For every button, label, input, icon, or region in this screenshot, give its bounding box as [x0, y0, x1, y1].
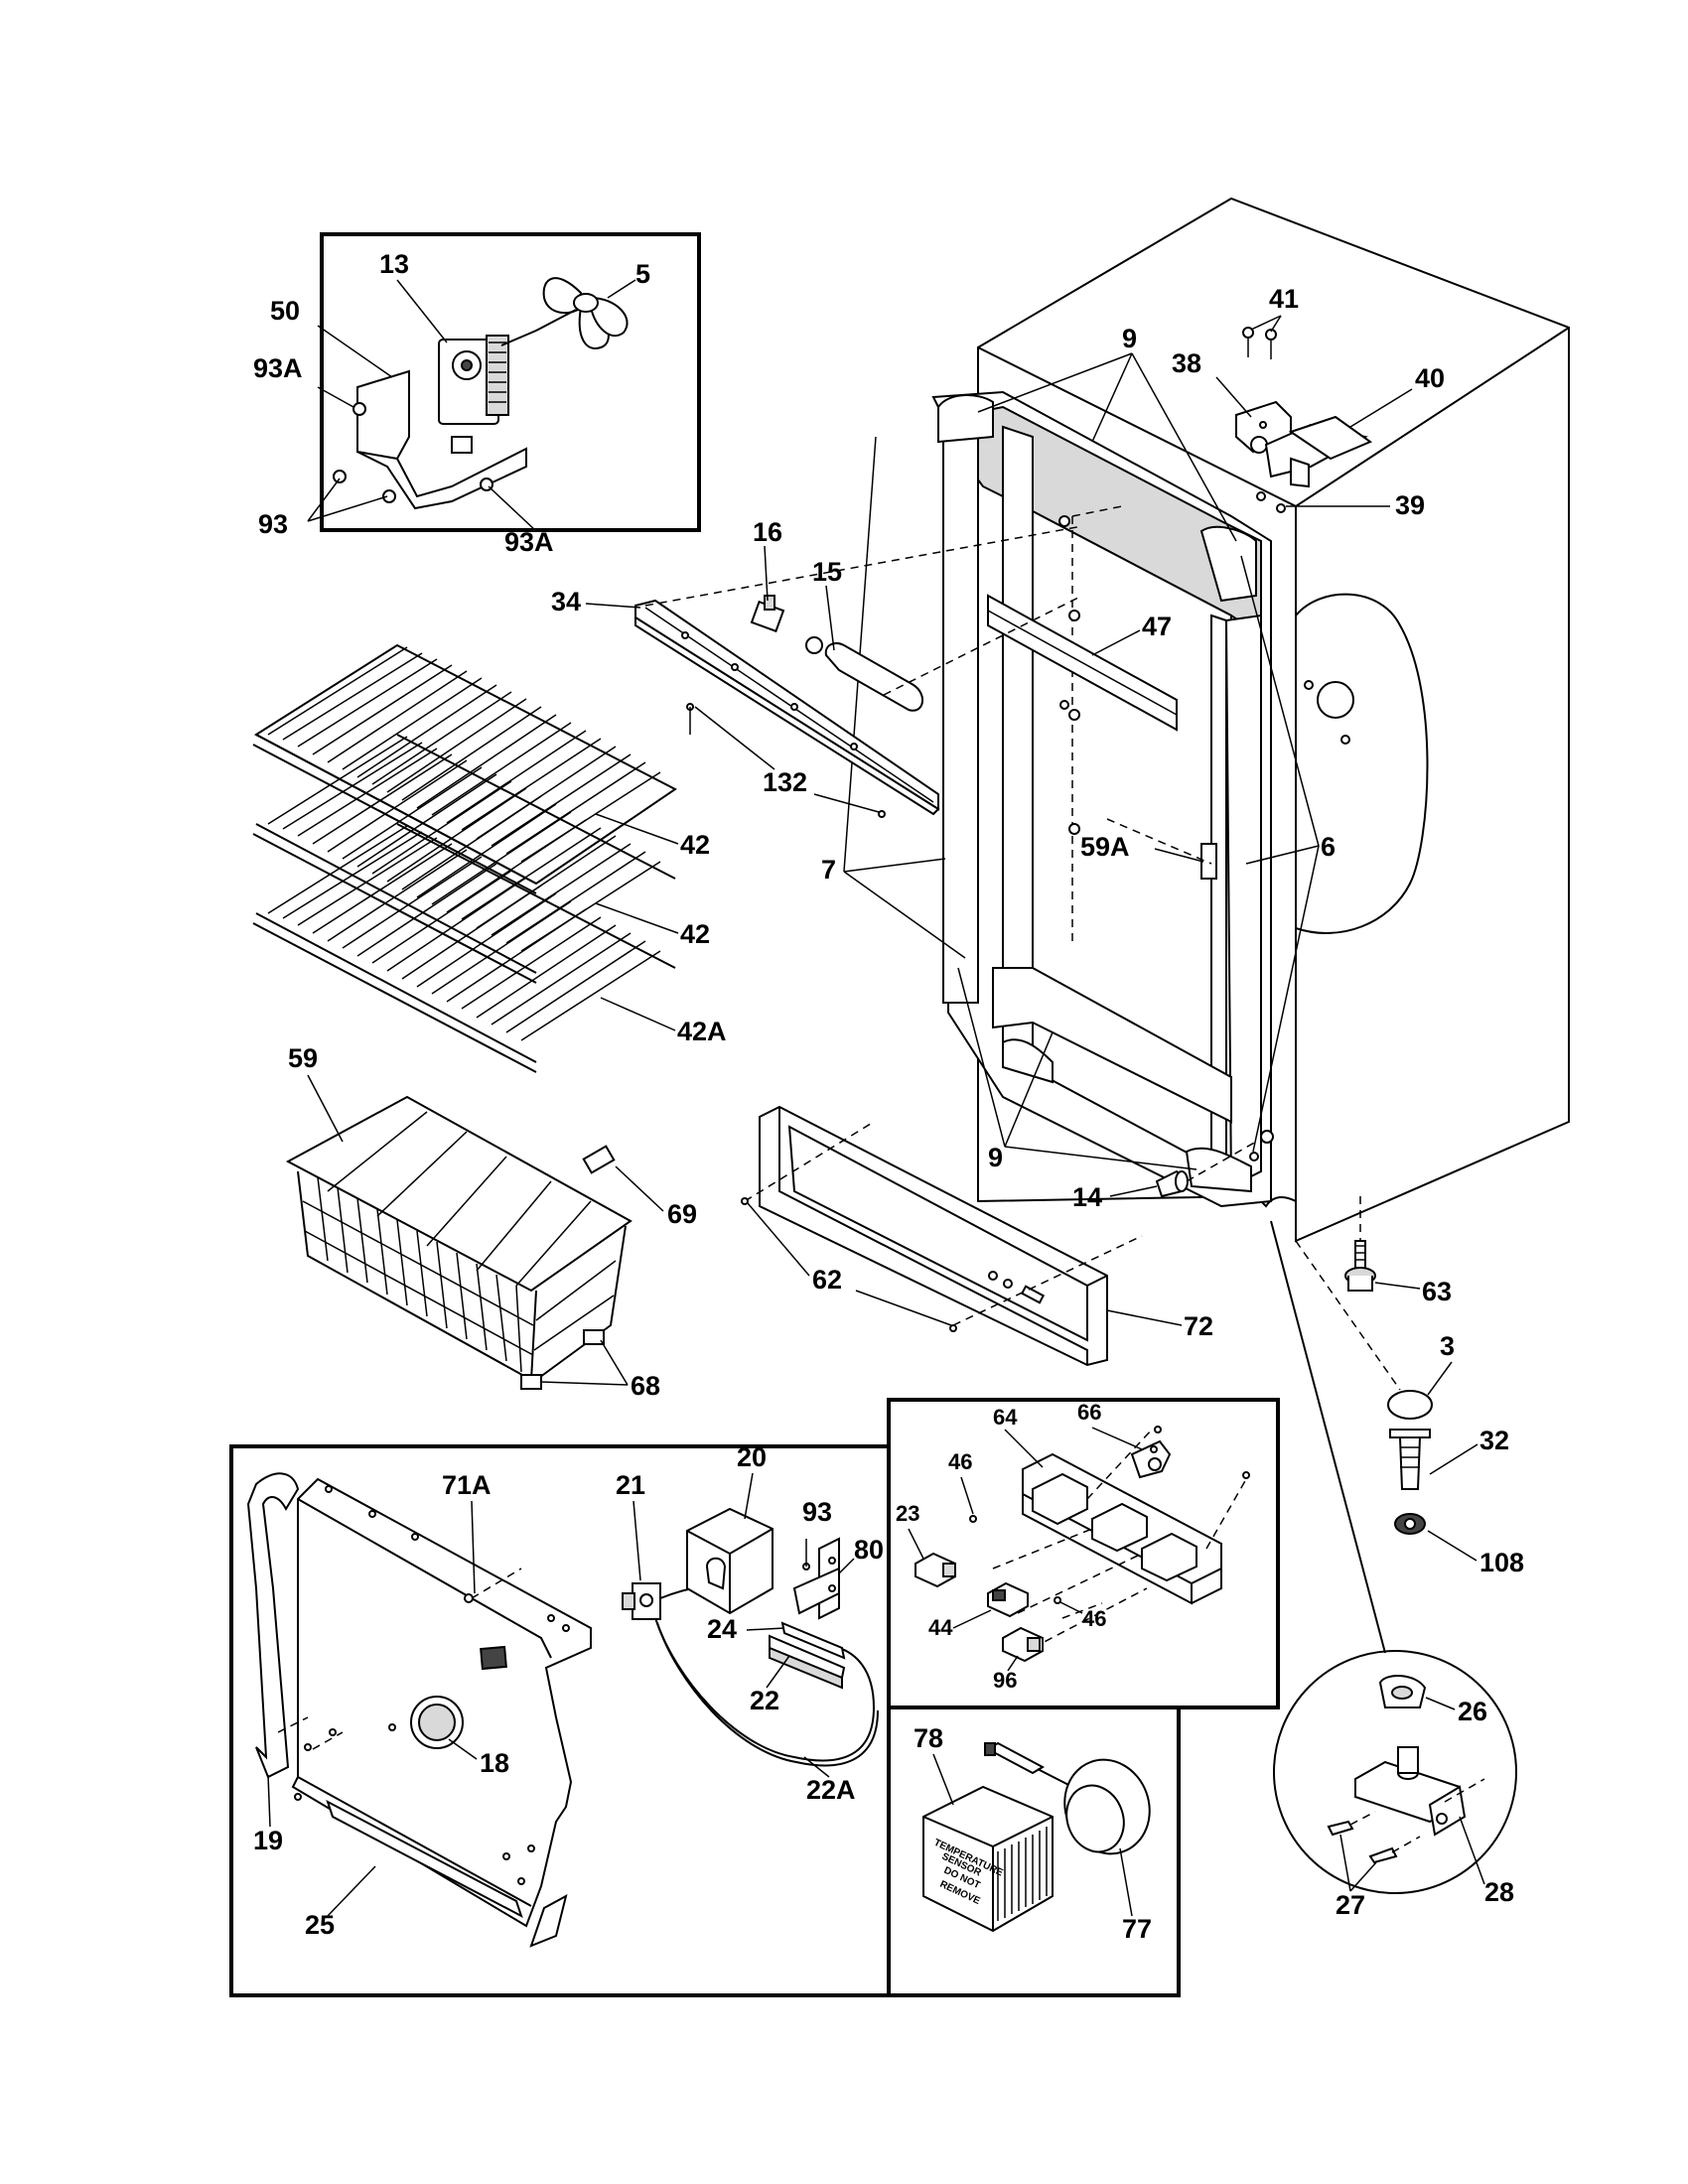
label-3: 3 [1440, 1331, 1455, 1361]
label-34: 34 [551, 587, 581, 616]
switch-parts [914, 1426, 1250, 1663]
label-93a-top: 93A [253, 353, 303, 383]
defrost-assembly [634, 525, 1083, 818]
label-71a: 71A [442, 1470, 492, 1500]
label-62: 62 [812, 1265, 842, 1295]
wire-shelves [252, 643, 677, 1073]
temperature-sensor: TEMPERATURE SENSOR DO NOT REMOVE [922, 1741, 1151, 1933]
label-21: 21 [616, 1470, 645, 1500]
freezer-cabinet [931, 197, 1570, 1243]
label-24: 24 [707, 1614, 737, 1644]
label-6: 6 [1321, 832, 1336, 862]
label-80: 80 [854, 1535, 884, 1565]
label-78: 78 [914, 1723, 943, 1753]
label-27: 27 [1336, 1890, 1365, 1920]
label-47: 47 [1142, 612, 1172, 641]
label-46-bottom: 46 [1082, 1606, 1106, 1631]
motor-bracket [355, 435, 527, 510]
label-26: 26 [1458, 1697, 1487, 1726]
label-22a: 22A [806, 1775, 856, 1805]
label-25: 25 [305, 1910, 335, 1940]
label-132: 132 [763, 767, 807, 797]
kick-plate [741, 1105, 1143, 1367]
label-15: 15 [812, 557, 842, 587]
label-16: 16 [753, 517, 782, 547]
label-22: 22 [750, 1686, 779, 1715]
label-96: 96 [993, 1668, 1017, 1693]
fan-blade [535, 277, 629, 349]
label-66: 66 [1077, 1400, 1101, 1425]
label-108: 108 [1479, 1548, 1524, 1577]
label-42a: 42A [677, 1017, 727, 1046]
label-50: 50 [270, 296, 300, 326]
label-41: 41 [1269, 284, 1299, 314]
label-44: 44 [928, 1615, 953, 1640]
label-14: 14 [1072, 1182, 1102, 1212]
shelf-42-middle [252, 734, 676, 984]
label-46-top: 46 [948, 1449, 972, 1474]
label-68: 68 [631, 1371, 660, 1401]
label-63: 63 [1422, 1277, 1452, 1306]
label-72: 72 [1184, 1311, 1213, 1341]
door-stop-pin [1155, 1141, 1257, 1198]
cabinet-side-door [1295, 593, 1429, 934]
label-64: 64 [993, 1405, 1018, 1430]
label-38: 38 [1172, 348, 1201, 378]
label-20: 20 [737, 1442, 767, 1472]
label-9-top: 9 [1122, 324, 1137, 353]
label-19: 19 [253, 1826, 283, 1855]
label-42-middle: 42 [680, 919, 710, 949]
fan-motor-inset [320, 232, 701, 532]
leveling-legs [1295, 1196, 1433, 1535]
label-93-bottom: 93 [802, 1497, 832, 1527]
shelf-42a-bottom [252, 823, 676, 1073]
label-7: 7 [821, 855, 836, 885]
label-59a: 59A [1080, 832, 1130, 862]
label-40: 40 [1415, 363, 1445, 393]
control-panel-parts [246, 1472, 879, 1948]
label-5: 5 [635, 259, 650, 289]
label-69: 69 [667, 1199, 697, 1229]
label-59: 59 [288, 1043, 318, 1073]
label-18: 18 [480, 1748, 509, 1778]
label-32: 32 [1479, 1426, 1509, 1455]
wire-basket [285, 1095, 633, 1390]
sensor-inset [887, 1706, 1181, 1997]
label-23: 23 [896, 1501, 919, 1526]
label-93a-bottom: 93A [504, 527, 554, 557]
label-28: 28 [1484, 1877, 1514, 1907]
label-9-bottom: 9 [988, 1143, 1003, 1172]
label-42-top: 42 [680, 830, 710, 860]
fan-motor [438, 330, 537, 454]
label-77: 77 [1122, 1914, 1152, 1944]
lower-hinge-detail [1273, 1650, 1517, 1894]
label-39: 39 [1395, 490, 1425, 520]
label-13: 13 [379, 249, 409, 279]
label-93: 93 [258, 509, 288, 539]
